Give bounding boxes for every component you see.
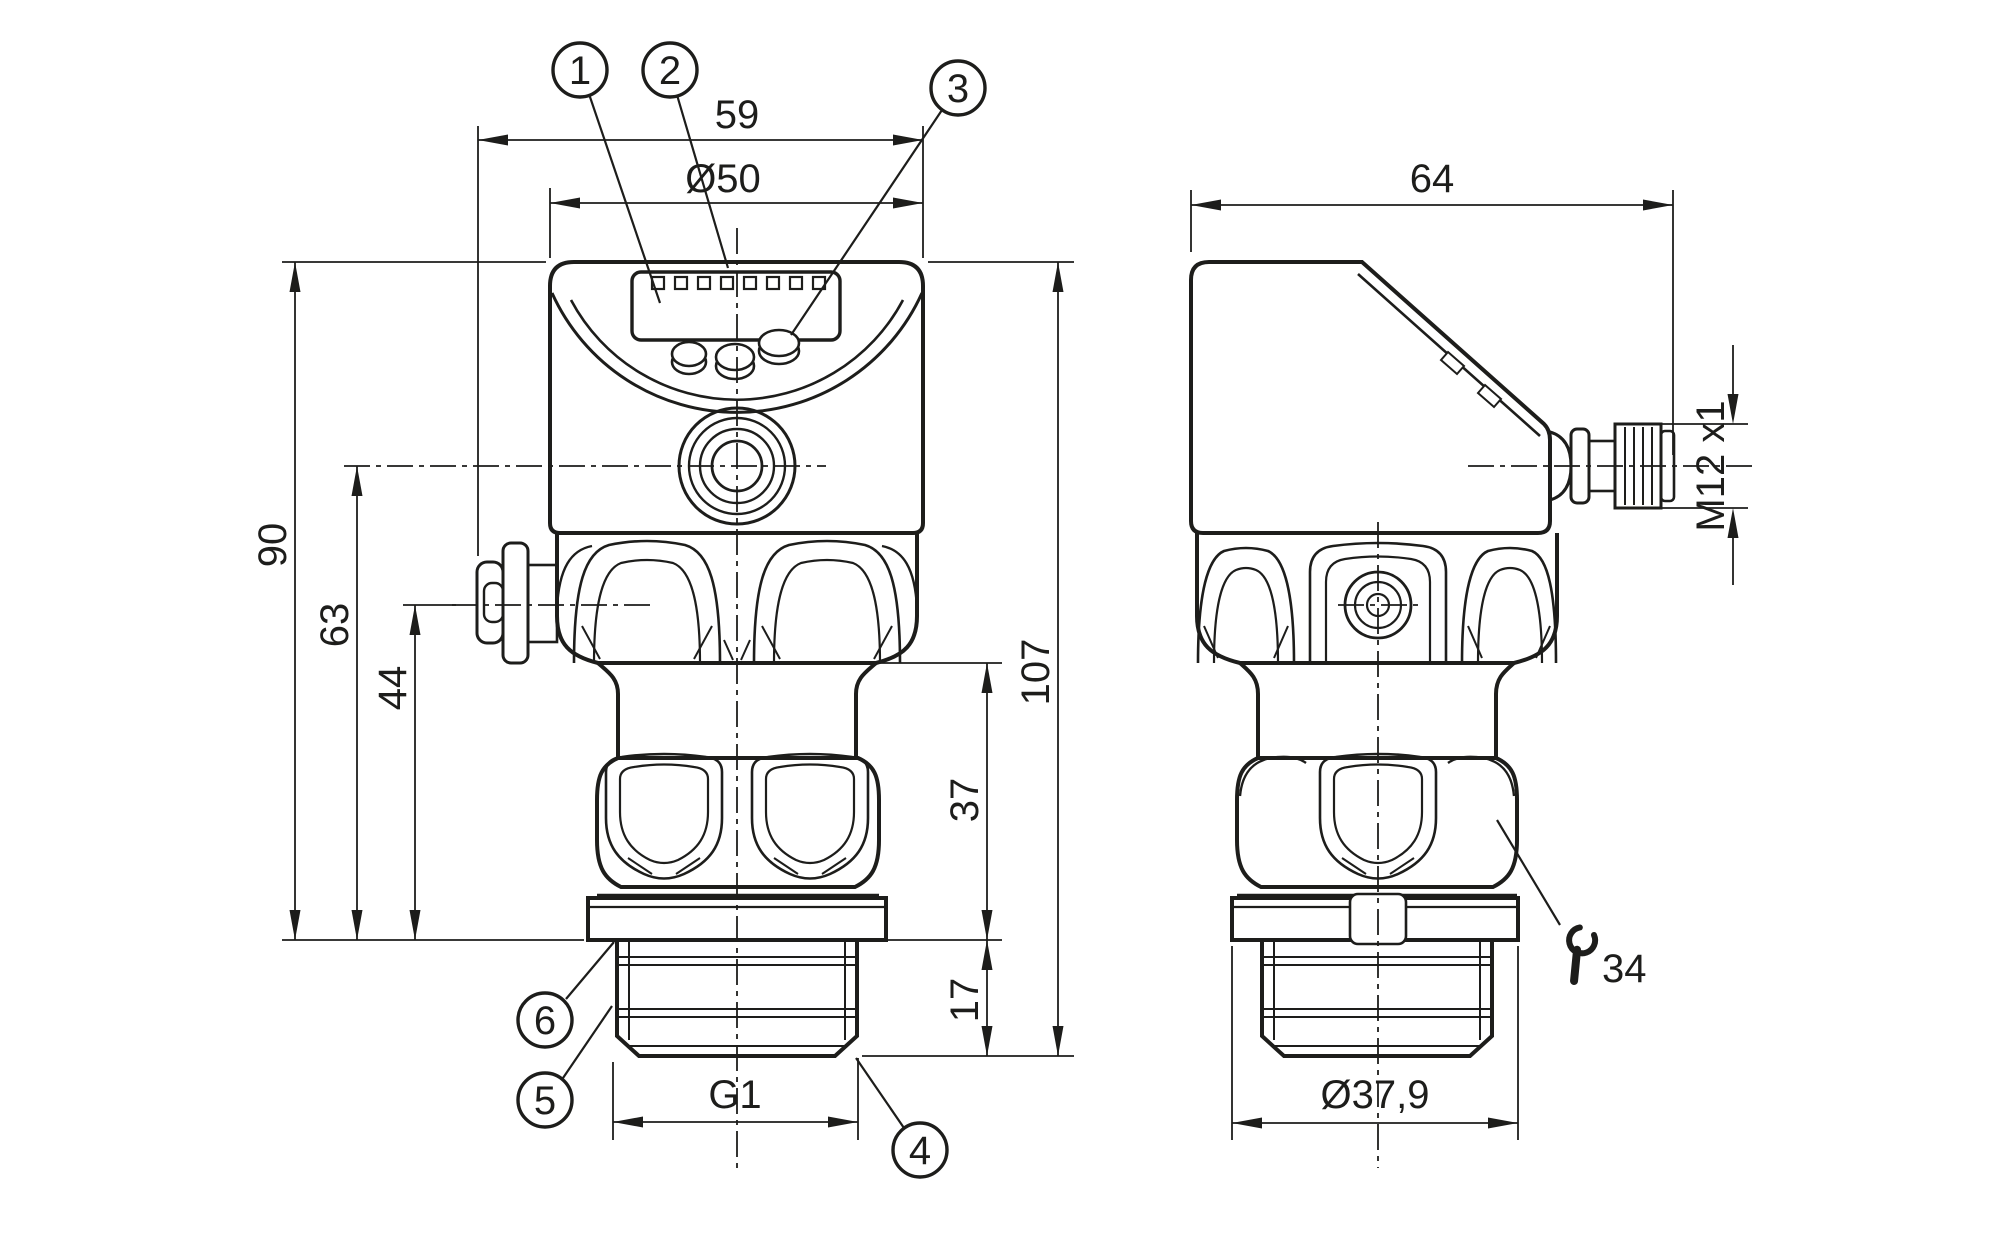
side-grip-ring bbox=[1195, 533, 1559, 665]
extension-lines bbox=[282, 126, 1748, 1140]
side-neck-left bbox=[1238, 661, 1260, 758]
front-grip-ring bbox=[555, 533, 919, 665]
centerlines bbox=[344, 228, 1752, 1168]
wrench-leader bbox=[1496, 819, 1561, 926]
dim-64-label: 64 bbox=[1410, 157, 1455, 201]
dim-63-label: 63 bbox=[313, 603, 357, 648]
side-view bbox=[1189, 260, 1676, 1058]
front-neck-right bbox=[854, 661, 878, 758]
dim-37-label: 37 bbox=[943, 778, 987, 823]
callout-4: 4 bbox=[891, 1121, 949, 1179]
front-hex-nut bbox=[595, 752, 881, 897]
callout-1-label: 1 bbox=[569, 49, 591, 93]
callout-2: 2 bbox=[641, 41, 699, 99]
callout-5-label: 5 bbox=[534, 1079, 556, 1123]
dim-m12: M12 x1 bbox=[1689, 345, 1739, 585]
display-segments bbox=[650, 275, 827, 291]
callout-3: 3 bbox=[929, 59, 987, 117]
side-housing bbox=[1189, 260, 1552, 535]
side-neck-right bbox=[1494, 661, 1516, 758]
dim-107-label: 107 bbox=[1014, 639, 1058, 706]
front-view bbox=[475, 260, 925, 1058]
dim-63: 63 bbox=[313, 466, 363, 940]
wrench-icon bbox=[1566, 924, 1599, 986]
dim-59-label: 59 bbox=[715, 93, 760, 137]
dim-17-label: 17 bbox=[943, 978, 987, 1023]
dim-64: 64 bbox=[1191, 157, 1673, 211]
side-connector-front-view bbox=[475, 541, 559, 665]
dim-107: 107 bbox=[1014, 262, 1064, 1056]
callout-1: 1 bbox=[551, 41, 609, 99]
side-collar bbox=[1230, 892, 1520, 946]
wrench-size-note: 34 bbox=[1566, 924, 1647, 991]
dim-dia379: Ø37,9 bbox=[1232, 1073, 1518, 1129]
dim-dia50: Ø50 bbox=[550, 157, 923, 209]
pushbuttons bbox=[670, 328, 801, 381]
side-face-button-2 bbox=[1476, 383, 1503, 409]
dim-dia379-label: Ø37,9 bbox=[1321, 1073, 1430, 1117]
front-bezel-arc-inner bbox=[569, 299, 905, 402]
callouts: 1 2 3 4 5 6 bbox=[516, 41, 1561, 1179]
side-thread bbox=[1260, 940, 1494, 1058]
callout-6: 6 bbox=[516, 991, 574, 1049]
callout-3-label: 3 bbox=[947, 67, 969, 111]
dim-44-label: 44 bbox=[371, 666, 415, 711]
front-housing-head bbox=[548, 260, 925, 535]
callout-2-label: 2 bbox=[659, 49, 681, 93]
dim-m12-label: M12 x1 bbox=[1689, 400, 1733, 531]
dim-90: 90 bbox=[251, 262, 301, 940]
dim-44: 44 bbox=[371, 605, 421, 940]
dim-90-label: 90 bbox=[251, 523, 295, 568]
dim-37-17: 37 17 bbox=[943, 663, 993, 1056]
dimensions: 59 Ø50 90 63 44 37 17 bbox=[251, 93, 1739, 1129]
wrench-size-label: 34 bbox=[1602, 947, 1647, 991]
display-window bbox=[630, 270, 842, 342]
callout-4-label: 4 bbox=[909, 1129, 931, 1173]
dim-g1-label: G1 bbox=[708, 1073, 761, 1117]
side-face-button-1 bbox=[1439, 350, 1466, 376]
callout-leaders bbox=[562, 93, 1561, 1129]
dim-59: 59 bbox=[478, 93, 923, 146]
callout-6-label: 6 bbox=[534, 999, 556, 1043]
front-neck bbox=[596, 661, 620, 758]
callout-5: 5 bbox=[516, 1071, 574, 1129]
side-hex-nut bbox=[1235, 752, 1519, 897]
dim-g1: G1 bbox=[613, 1073, 858, 1128]
